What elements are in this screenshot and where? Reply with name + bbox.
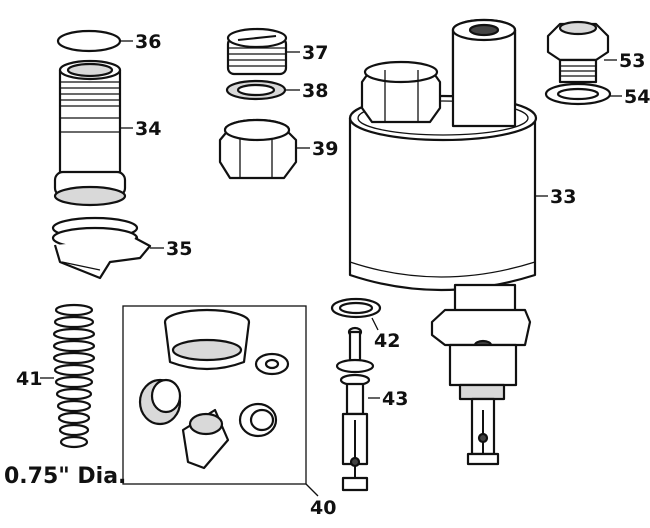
part-39-hex-cap	[218, 118, 298, 180]
label-35: 35	[166, 238, 192, 260]
label-53: 53	[619, 50, 645, 72]
leader-42	[371, 317, 379, 331]
label-43: 43	[382, 388, 408, 410]
part-34-threaded-cylinder	[53, 59, 127, 207]
part-43-push-rod	[335, 326, 375, 492]
label-37: 37	[302, 42, 328, 64]
label-54: 54	[624, 86, 650, 108]
part-33-reservoir-body	[348, 18, 538, 466]
part-38-washer	[225, 79, 287, 101]
part-53-hex-plug	[546, 20, 610, 84]
label-36: 36	[135, 31, 161, 53]
spring-diameter-note: 0.75" Dia.	[4, 464, 126, 489]
label-39: 39	[312, 138, 338, 160]
label-33: 33	[550, 186, 576, 208]
part-35-clamp-bracket	[51, 216, 152, 280]
part-40-seal-kit	[122, 305, 307, 485]
part-54-washer	[544, 82, 612, 106]
label-41: 41	[16, 368, 42, 390]
label-38: 38	[302, 80, 328, 102]
part-42-circlip	[330, 297, 382, 319]
part-37-slotted-plug	[226, 27, 288, 76]
label-40: 40	[310, 497, 336, 519]
label-42: 42	[374, 330, 400, 352]
label-34: 34	[135, 118, 161, 140]
part-41-spring	[52, 303, 96, 449]
leader-40	[305, 483, 319, 497]
part-36-o-ring	[56, 29, 122, 53]
kit-frame	[122, 305, 307, 485]
